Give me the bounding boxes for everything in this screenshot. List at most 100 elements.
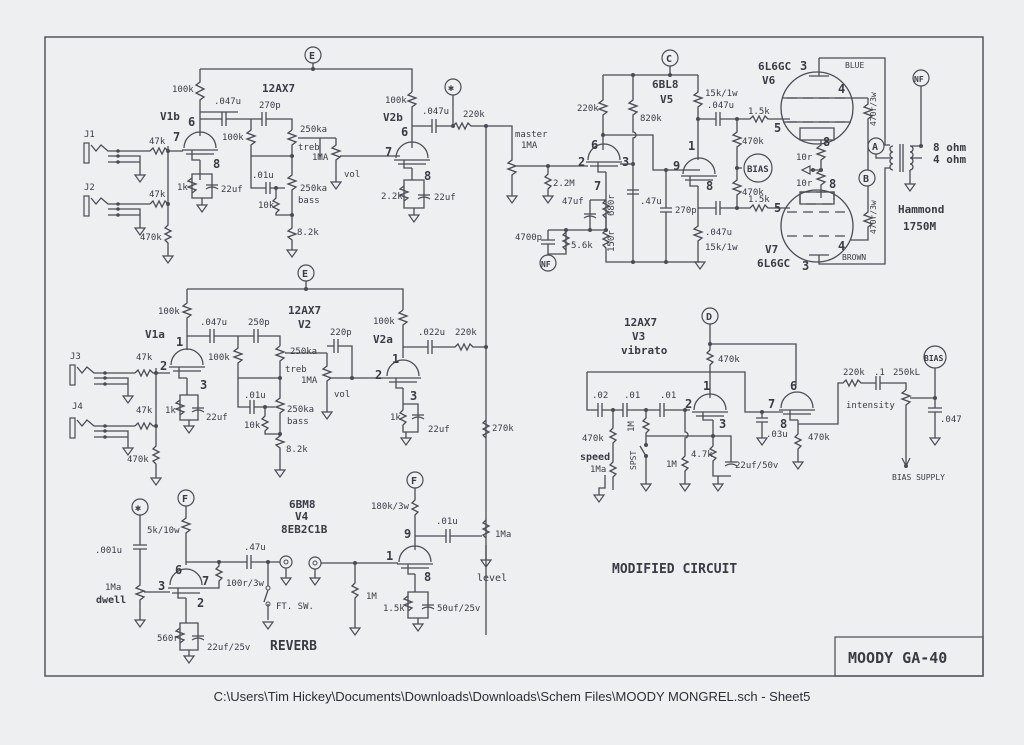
resistor-label: 1.5k	[748, 107, 770, 117]
resistor-label: 8.2k	[286, 445, 308, 455]
jack-J3[interactable]	[69, 364, 135, 404]
capacitor-label: .01u	[244, 391, 266, 401]
capacitor-label: 22uf	[428, 425, 450, 435]
pin-label: 4	[838, 82, 845, 96]
resistor-label: 1M	[627, 421, 637, 432]
node-NF-right	[912, 69, 930, 87]
dwell-label: dwell	[96, 595, 126, 606]
pot-label: 250ka	[300, 184, 327, 194]
resistor-label: 47k	[136, 406, 153, 416]
resistor-label: 820k	[640, 114, 662, 124]
tube-type-label: 6BL8	[652, 78, 679, 91]
pot-name: treb	[285, 365, 307, 375]
pin-label: 8	[780, 417, 787, 431]
pin-label: 7	[202, 574, 209, 588]
pot-name: bass	[298, 196, 320, 206]
resistor-label: 1M	[366, 592, 377, 602]
pot-label: 1Ma	[590, 465, 606, 475]
pin-label: 5	[774, 121, 781, 135]
capacitor-label: .03u	[766, 430, 788, 440]
jack-J2[interactable]	[83, 195, 150, 236]
capacitor-label: .01u	[436, 517, 458, 527]
pin-label: 9	[673, 159, 680, 173]
preamp-channel-1: E 12AX7 100k V1b 6 7 8 1k 22uf J1	[83, 46, 488, 635]
resistor-label: 470k	[742, 188, 764, 198]
jack-label: J2	[84, 183, 95, 193]
capacitor-label: .47u	[244, 543, 266, 553]
pin-label: 3	[158, 579, 165, 593]
resistor-label: 10r	[796, 153, 813, 163]
reverb-return-jack[interactable]	[308, 556, 398, 586]
pin-label: 2	[685, 397, 692, 411]
tube-V7	[780, 189, 854, 263]
resistor-label: 150r	[607, 230, 617, 252]
file-path-footer: C:\Users\Tim Hickey\Documents\Downloads\…	[213, 689, 811, 704]
pot-label: 1MA	[521, 141, 538, 151]
capacitor-label: 22uf/25v	[207, 643, 250, 653]
pin-label: 8	[424, 169, 431, 183]
resistor-label: 2.2k	[381, 192, 403, 202]
capacitor-label: .02	[592, 391, 608, 401]
output-transformer: A NF 8 ohm 4 ohm Hammond 1750M	[867, 69, 966, 233]
tube-V5-label: V5	[660, 93, 673, 106]
pin-label: 8	[213, 157, 220, 171]
tap-4ohm-label: 4 ohm	[933, 153, 966, 166]
resistor-label: 220k	[455, 328, 477, 338]
resistor-label: 100k	[158, 307, 180, 317]
pin-label: 8	[829, 177, 836, 191]
pin-label: 3	[719, 417, 726, 431]
resistor-label: 10k	[258, 201, 275, 211]
node-reverb-return	[444, 78, 462, 96]
modified-circuit-note: MODIFIED CIRCUIT	[612, 562, 737, 577]
pin-label: 3	[800, 59, 807, 73]
wire-color-label: BROWN	[842, 253, 866, 262]
resistor-label: 1k	[165, 406, 176, 416]
tube-alt-type-label: 8EB2C1B	[281, 523, 328, 536]
resistor-label: 680r	[607, 194, 617, 216]
node-B	[858, 169, 876, 187]
resistor-label: 10k	[244, 421, 261, 431]
capacitor-label: .047u	[705, 228, 732, 238]
pin-label: 5	[774, 201, 781, 215]
bias-supply-label: BIAS SUPPLY	[892, 473, 945, 482]
capacitor-label: 22uf	[221, 185, 243, 195]
capacitor-label: 220p	[330, 328, 352, 338]
capacitor-label: .01	[660, 391, 676, 401]
capacitor-label: 50uf/25v	[437, 604, 480, 614]
resistor-label: 4.7k	[691, 450, 713, 460]
reverb-send-jack[interactable]	[268, 555, 293, 586]
node-E-label: E	[302, 269, 308, 280]
node-star-label: ✱	[135, 503, 141, 514]
pin-label: 9	[404, 527, 411, 541]
vibrato-circuit: 12AX7 V3 vibrato D 470k 1 2 3 .02 .01 .0…	[580, 307, 962, 503]
pin-label: 8	[424, 570, 431, 584]
resistor-label: 100k	[385, 96, 407, 106]
node-NF-label: NF	[914, 75, 924, 84]
resistor-label: 220k	[463, 110, 485, 120]
jack-J4[interactable]	[69, 417, 135, 456]
pot-name: vol	[334, 390, 350, 400]
pin-label: 1	[688, 139, 695, 153]
resistor-label: 5.6k	[571, 241, 593, 251]
pin-label: 2	[197, 596, 204, 610]
resistor-label: 470k	[127, 455, 149, 465]
vibrato-label: vibrato	[621, 344, 668, 357]
tube-V3-label: V3	[632, 330, 645, 343]
capacitor-label: 22uf/50v	[735, 461, 778, 471]
reverb-section-label: REVERB	[270, 639, 317, 654]
node-BIAS-label: BIAS	[747, 165, 769, 175]
resistor-label: 100k	[373, 317, 395, 327]
pot-label: 250ka	[287, 405, 314, 415]
tube-type-label: 6BM8	[289, 498, 316, 511]
capacitor-label: .001u	[95, 546, 122, 556]
resistor-label: 470k	[742, 137, 764, 147]
pot-label: 1Ma	[105, 583, 121, 593]
pin-label: 6	[175, 563, 182, 577]
tube-type-label: 12AX7	[624, 316, 657, 329]
tube-type-label: 12AX7	[288, 304, 321, 317]
capacitor-label: 47uf	[562, 197, 584, 207]
pin-label: 1	[386, 549, 393, 563]
resistor-label: 100k	[222, 133, 244, 143]
resistor-label: 220k	[843, 368, 865, 378]
jack-J1[interactable]	[83, 142, 150, 183]
